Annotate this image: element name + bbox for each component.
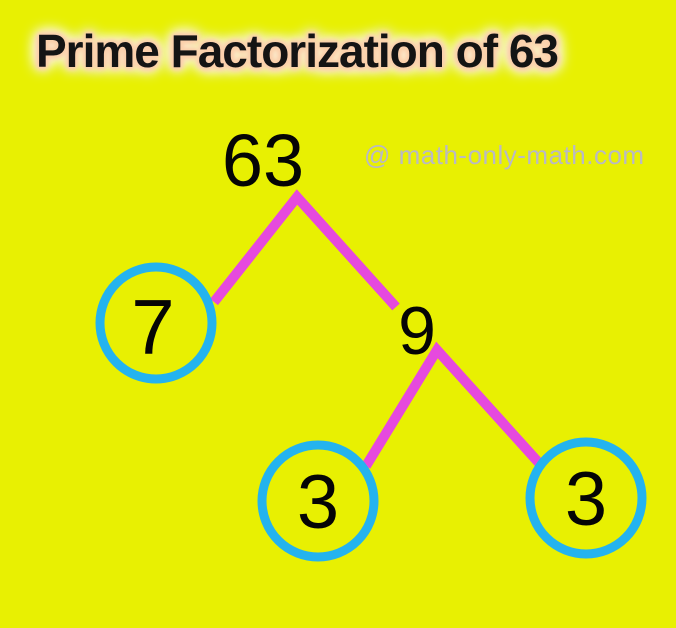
prime-circle-3-left — [257, 440, 379, 562]
branch-9-to-3-and-3 — [361, 341, 543, 469]
tree-node-7: 7 — [131, 283, 175, 371]
tree-node-9: 9 — [398, 293, 436, 369]
branch-63-to-7-and-9 — [210, 189, 400, 311]
watermark: @ math-only-math.com — [364, 140, 645, 170]
prime-circle-7 — [95, 262, 217, 384]
tree-node-3-left: 3 — [296, 460, 340, 545]
tree-node-3-right: 3 — [564, 457, 608, 542]
page-title: Prime Factorization of 63 — [36, 25, 559, 77]
tree-node-63: 63 — [221, 119, 305, 202]
prime-circle-3-right — [525, 437, 647, 559]
